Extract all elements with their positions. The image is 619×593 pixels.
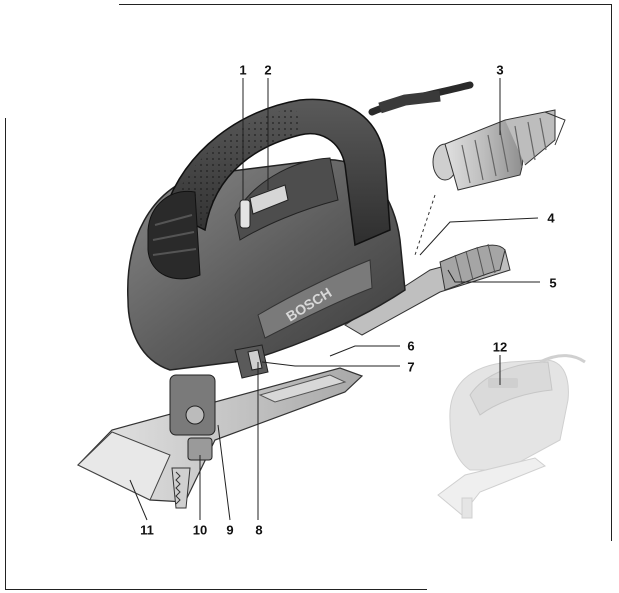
front-grip-ribs: [152, 214, 197, 256]
lock-on-button: [239, 199, 251, 229]
adapter-rib-lines: [454, 243, 496, 284]
callout-9: 9: [226, 522, 234, 538]
cord-sleeve: [378, 90, 441, 114]
saw-blade: [171, 467, 191, 509]
frame-top-line: [119, 4, 612, 5]
callout-7: 7: [407, 359, 415, 375]
callout-10: 10: [192, 522, 208, 538]
callout-3: 3: [496, 62, 504, 78]
leader-9: [217, 424, 231, 521]
on-off-switch: [249, 184, 289, 215]
callout-12: 12: [492, 339, 508, 355]
vacuum-hose: [432, 109, 566, 191]
dust-adapter-ribs: [439, 244, 506, 291]
blade-teeth: [175, 471, 181, 505]
leader-5: [447, 269, 540, 283]
leader-11: [129, 479, 148, 521]
callout-2: 2: [264, 62, 272, 78]
callout-11: 11: [140, 522, 154, 538]
frame-right-line: [611, 4, 612, 541]
blade-holder: [169, 374, 216, 436]
callout-4: 4: [547, 210, 555, 226]
ghost-jigsaw: [437, 354, 586, 519]
leader-lines: [129, 78, 540, 521]
side-plate: [257, 259, 373, 339]
leader-7: [261, 361, 400, 367]
callout-6: 6: [407, 338, 415, 354]
frame-left-line: [5, 118, 6, 589]
handle: [164, 98, 391, 247]
callout-5: 5: [549, 275, 557, 291]
base-plate-slot: [258, 374, 347, 403]
guide-roller: [185, 405, 205, 425]
leader-4: [419, 217, 539, 256]
callout-1: 1: [239, 62, 247, 78]
splinter-guard: [77, 431, 171, 501]
frame-bottom-line: [5, 589, 427, 590]
leader-6: [329, 345, 400, 357]
hose-connection-line: [414, 194, 436, 256]
callout-8: 8: [255, 522, 263, 538]
handle-grip-texture: [170, 108, 300, 228]
